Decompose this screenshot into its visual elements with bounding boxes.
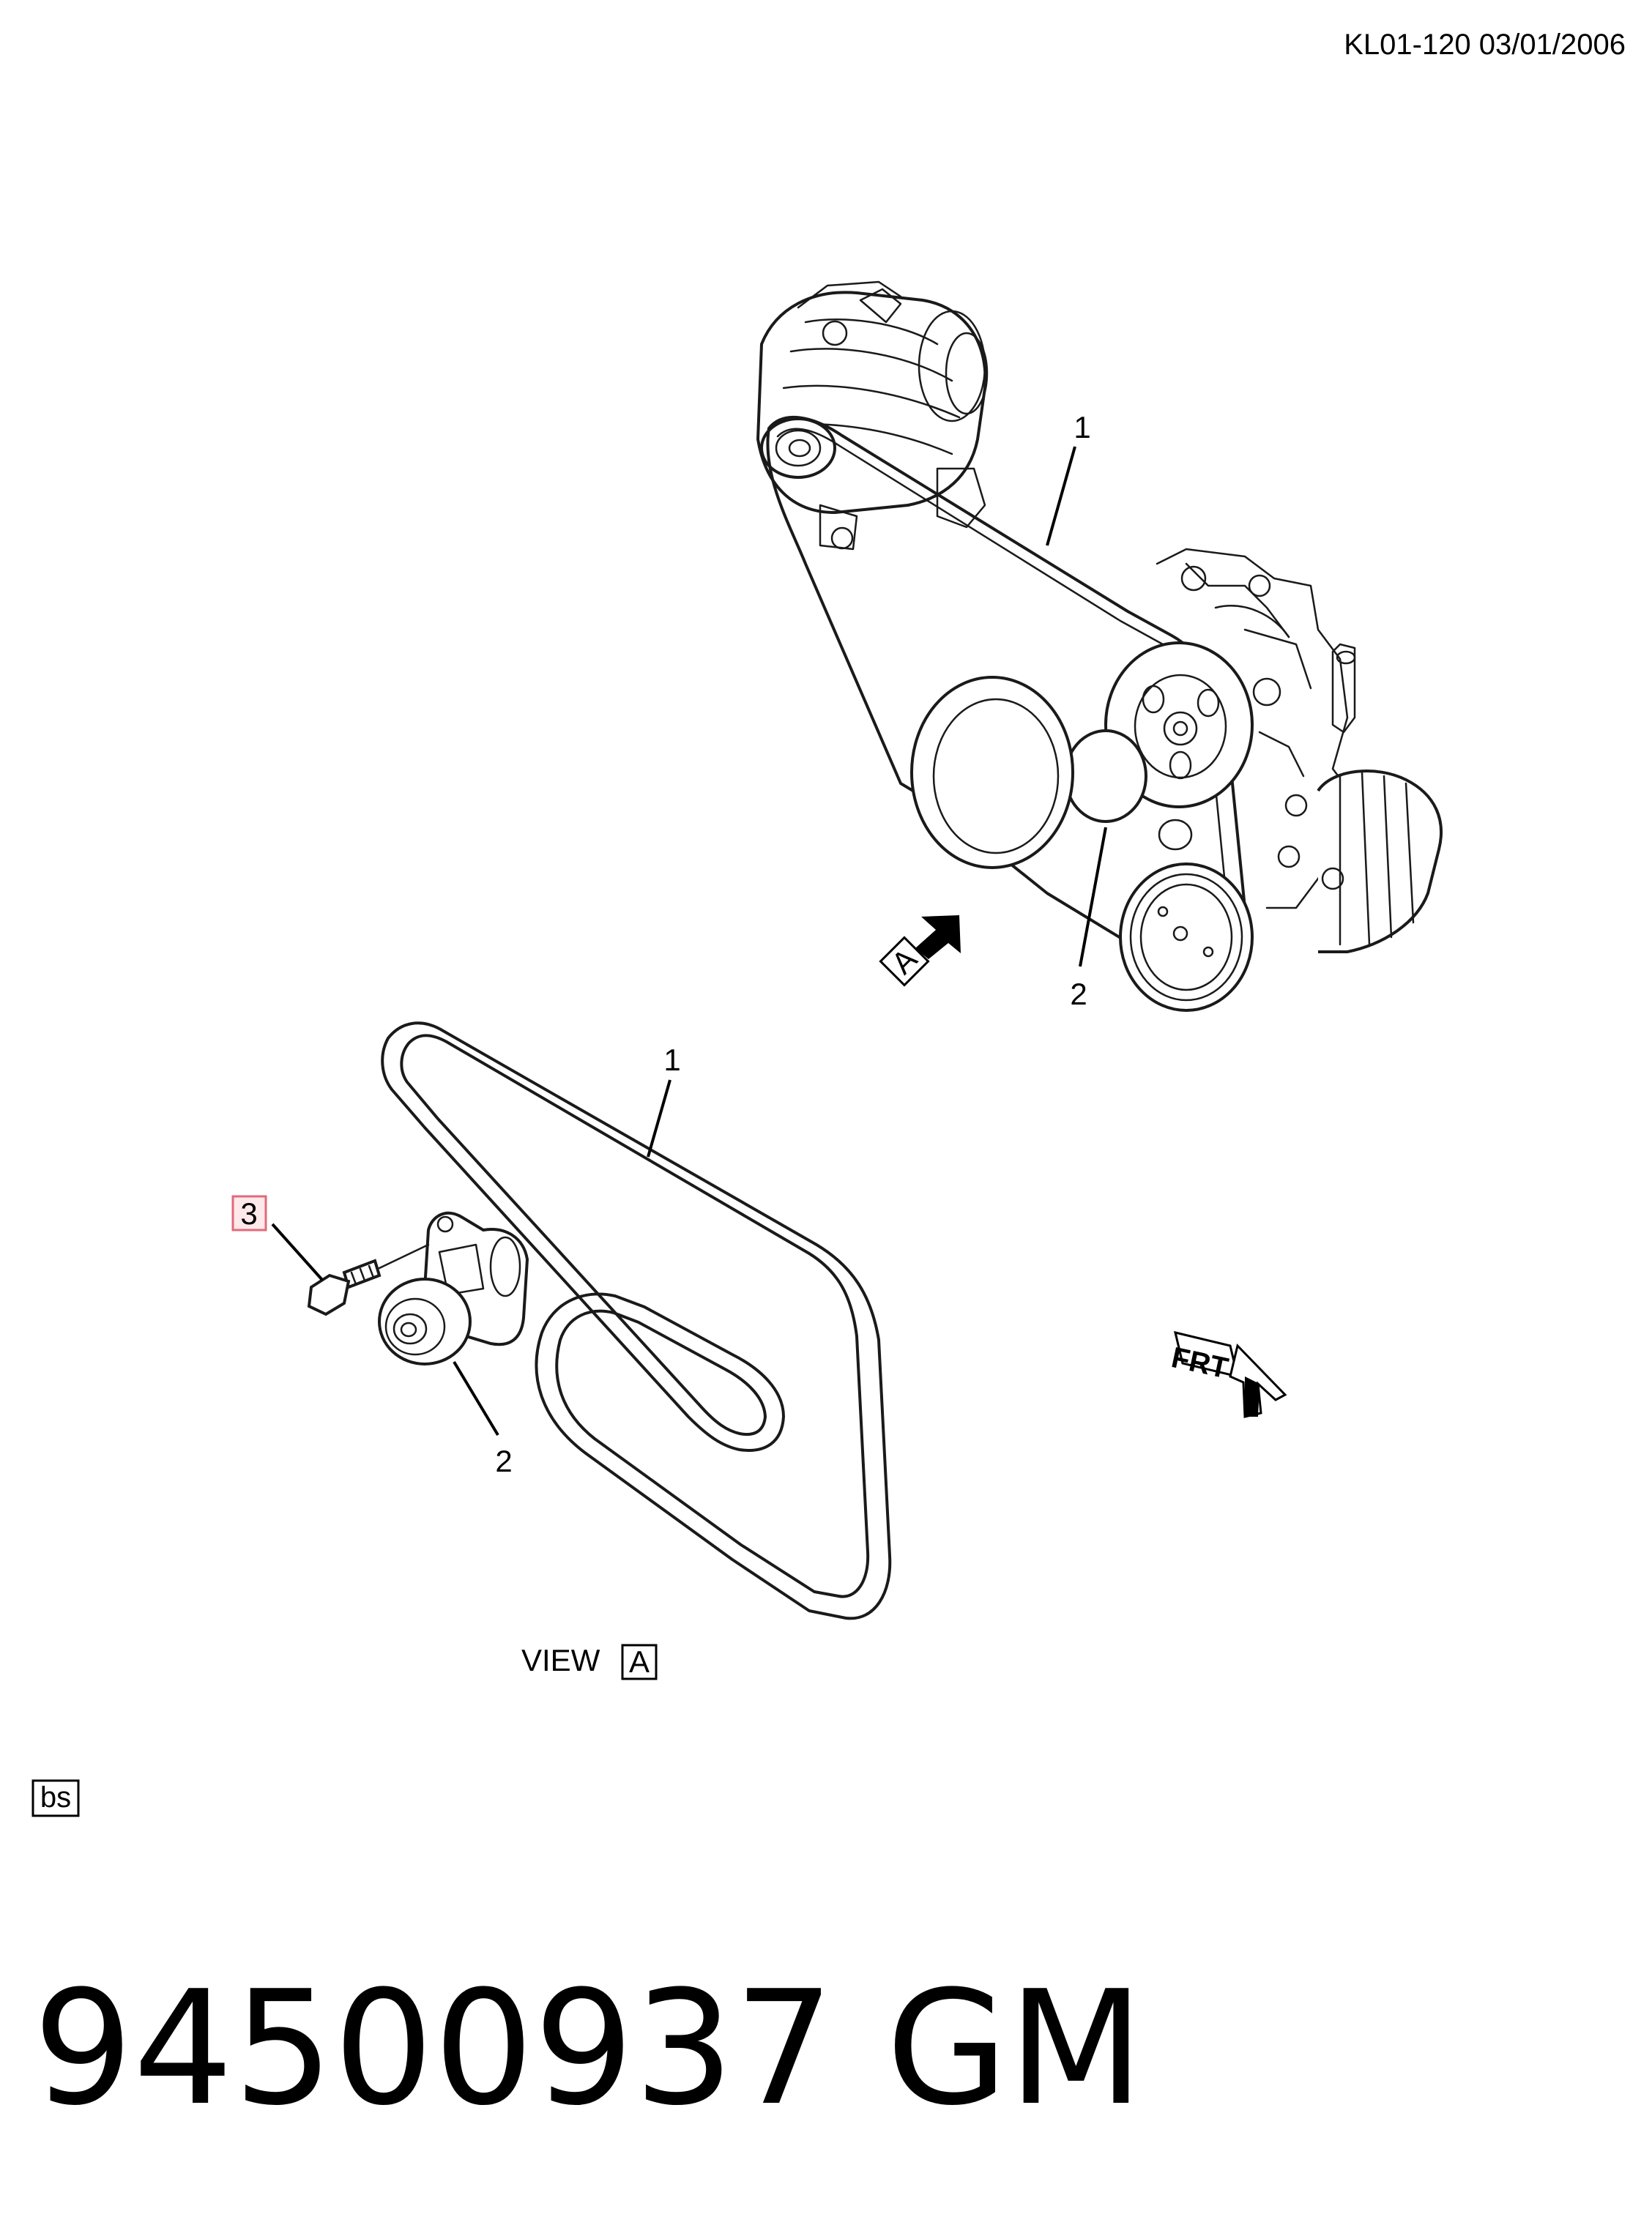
belt-tensioner-assembly: [378, 1211, 529, 1365]
tensioner-bolt: [307, 1243, 430, 1316]
callout-tensioner-view: 2: [495, 1444, 512, 1478]
alternator-illustration: [756, 280, 989, 551]
idler-pulley-illustration: [1158, 819, 1193, 851]
view-letter: A: [629, 1644, 650, 1679]
callout-tensioner-top: 2: [1070, 977, 1087, 1011]
ac-compressor-illustration: [1317, 770, 1443, 953]
view-letter-box: [621, 1644, 658, 1680]
corner-tag-box: [31, 1779, 80, 1817]
belt-view-leader-line: [647, 1079, 671, 1158]
callout-bolt-box: [231, 1195, 267, 1232]
tensioner-pulley-installed: [1064, 729, 1147, 823]
drive-belt-view-a: [381, 1021, 892, 1620]
compressor-pulley-illustration: [1119, 862, 1254, 1012]
tensioner-view-leader-line: [453, 1360, 499, 1437]
callout-belt-top: 1: [1074, 410, 1090, 444]
crankshaft-damper-illustration: [910, 676, 1074, 869]
part-number: 94500937: [33, 1956, 834, 2140]
view-label: VIEW: [521, 1643, 600, 1677]
bolt-leader-line: [271, 1223, 324, 1281]
front-direction-indicator: FRT: [1169, 1330, 1287, 1418]
tensioner-leader-line: [1079, 827, 1107, 967]
engine-bracket-illustration: [1156, 548, 1356, 909]
alternator-pulley-illustration: [760, 417, 836, 479]
brand-label: GM: [886, 1956, 1144, 2140]
view-a-arrow: A: [879, 915, 961, 987]
header-code: KL01-120 03/01/2006: [1344, 29, 1626, 61]
belt-leader-line: [1046, 446, 1076, 546]
callout-belt-view: 1: [663, 1043, 680, 1077]
corner-tag: bs: [40, 1781, 71, 1814]
engine-assembly-illustration: [756, 280, 1443, 1012]
callout-bolt: 3: [240, 1196, 257, 1231]
